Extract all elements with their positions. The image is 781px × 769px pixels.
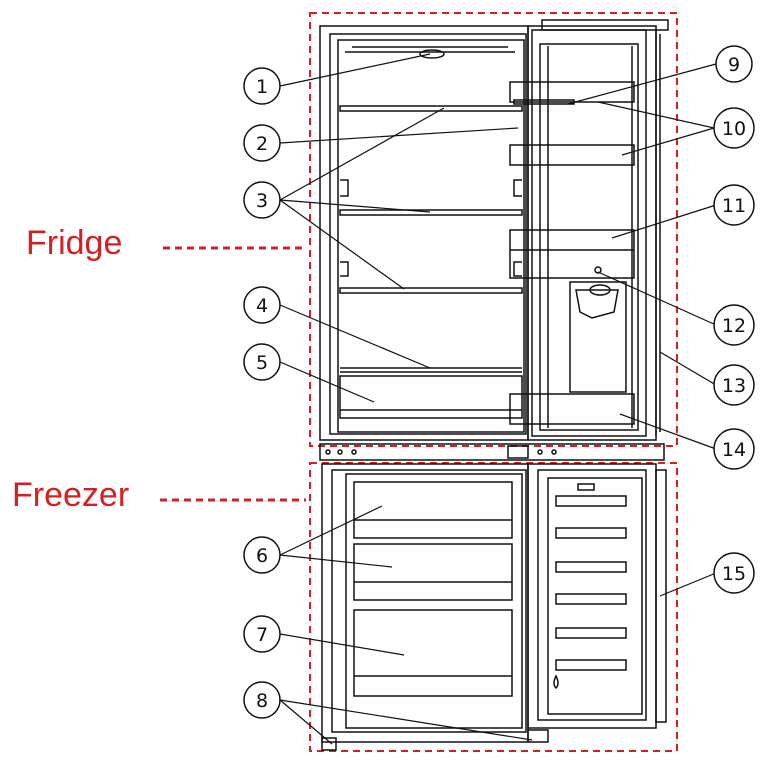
callout-label: 15 [722,563,746,585]
callout-8: 8 [243,681,281,719]
callout-label: 10 [722,118,746,140]
leader-line-10b [621,127,715,156]
leader-line-8b [279,699,533,741]
callout-label: 1 [256,76,268,98]
callout-5: 5 [243,343,281,381]
zone-outlines [160,12,678,752]
water-dispenser [569,281,627,393]
fridge-zone-outline [309,12,678,447]
door-balcony [509,81,635,103]
callout-2: 2 [243,124,281,162]
leader-line-13 [659,351,717,386]
freezer-zone-outline [309,462,678,752]
leader-lines [279,53,717,745]
leader-line-14 [619,413,717,450]
leader-line-15 [659,572,717,597]
callout-6: 6 [243,536,281,574]
callout-12: 12 [713,304,755,346]
glass-shelf [339,287,523,294]
callout-label: 13 [722,375,746,397]
leader-line-8a [279,699,333,745]
callout-label: 3 [256,190,268,212]
leader-line-6a [279,505,383,556]
door-balcony [509,393,635,425]
callout-label: 5 [256,352,268,374]
fridge-cabinet [319,25,529,441]
callout-label: 11 [722,195,746,217]
callouts: 1 2 3 4 5 6 7 8 9 10 11 12 13 14 15 [243,45,755,719]
adjustable-foot [527,729,549,743]
callout-label: 14 [722,439,746,461]
leader-line-3b [279,199,431,213]
callout-4: 4 [243,286,281,324]
leader-line-12 [597,271,717,326]
leader-line-9 [567,63,717,105]
middle-hinge [319,443,665,461]
door-balcony [509,229,635,279]
freezer-drawer [353,543,513,601]
freezer-cabinet [321,463,549,751]
glass-shelf [339,209,523,216]
callout-11: 11 [713,184,755,226]
callout-label: 12 [722,315,746,337]
callout-14: 14 [713,428,755,470]
callout-15: 15 [713,552,755,594]
freezer-zone-label: Freezer [12,476,130,514]
callout-label: 4 [256,295,268,317]
fridge-zone-label: Fridge [26,224,123,262]
leader-line-11 [611,204,717,239]
callout-7: 7 [243,615,281,653]
door-balcony [509,144,635,166]
light-housing [419,49,445,59]
callout-10: 10 [713,107,755,149]
leader-line-1 [279,53,431,87]
callout-13: 13 [713,364,755,406]
callout-label: 6 [256,545,268,567]
freezer-door [527,463,667,729]
adjustable-foot [321,737,337,751]
leader-line-5 [279,361,375,403]
leader-line-6b [279,554,393,568]
freezer-drawer [353,481,513,539]
callout-9: 9 [715,45,753,83]
callout-label: 9 [728,54,740,76]
leader-line-3c [279,199,405,290]
callout-1: 1 [243,67,281,105]
freezer-drawer [353,609,513,697]
drop-symbol [553,674,559,690]
leader-line-10a [597,101,715,129]
callout-3: 3 [243,181,281,219]
leader-line-3a [279,107,445,201]
glass-shelf [339,105,523,112]
leader-line-7 [279,633,405,656]
leader-line-4 [279,304,431,369]
callout-label: 8 [256,690,268,712]
crisper-drawer [339,375,523,419]
callout-label: 7 [256,624,268,646]
callout-label: 2 [256,133,268,155]
leader-line-2 [279,127,519,144]
